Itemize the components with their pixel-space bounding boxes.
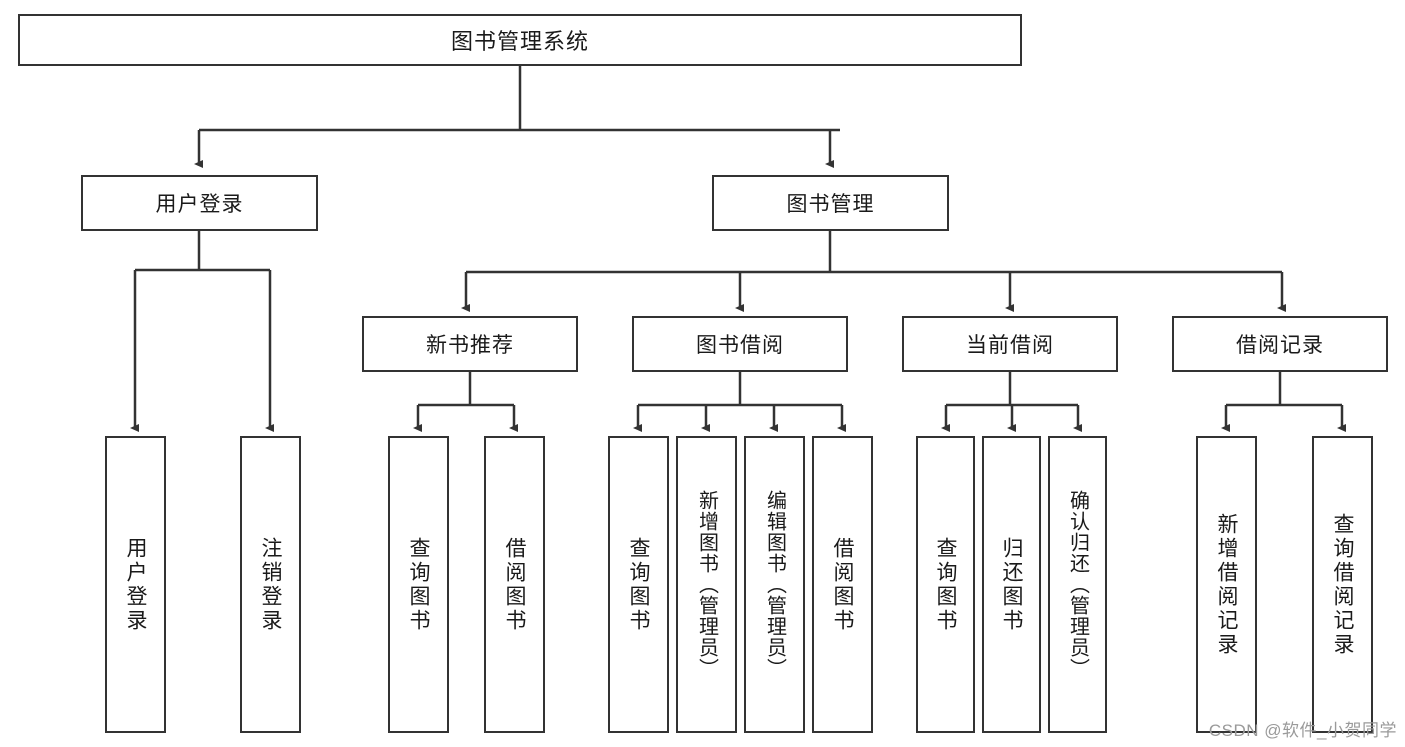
node-book-borrow-label: 图书借阅 <box>696 334 784 357</box>
leaf-borrow-query-book[interactable]: 查询图书 <box>608 436 669 733</box>
node-root-label: 图书管理系统 <box>450 29 589 54</box>
node-user-login[interactable]: 用户登录 <box>81 175 318 231</box>
leaf-record-query[interactable]: 查询借阅记录 <box>1312 436 1373 733</box>
leaf-label: 查询图书 <box>934 536 957 633</box>
node-borrow-record[interactable]: 借阅记录 <box>1172 316 1388 372</box>
leaf-label: 查询借阅记录 <box>1331 512 1354 657</box>
leaf-current-return-book[interactable]: 归还图书 <box>982 436 1041 733</box>
leaf-user-login-login[interactable]: 用户登录 <box>105 436 166 733</box>
leaf-label: 编辑图书（管理员） <box>763 490 786 679</box>
leaf-borrow-edit-book[interactable]: 编辑图书（管理员） <box>744 436 805 733</box>
leaf-label: 用户登录 <box>124 536 147 633</box>
leaf-current-query-book[interactable]: 查询图书 <box>916 436 975 733</box>
leaf-label: 新增借阅记录 <box>1215 512 1238 657</box>
leaf-label: 注销登录 <box>259 536 282 633</box>
leaf-label: 确认归还（管理员） <box>1066 490 1089 679</box>
leaf-user-login-logout[interactable]: 注销登录 <box>240 436 301 733</box>
leaf-label: 查询图书 <box>407 536 430 633</box>
node-new-book-recommend[interactable]: 新书推荐 <box>362 316 578 372</box>
node-book-borrow[interactable]: 图书借阅 <box>632 316 848 372</box>
leaf-current-confirm-return[interactable]: 确认归还（管理员） <box>1048 436 1107 733</box>
leaf-borrow-borrow-book[interactable]: 借阅图书 <box>812 436 873 733</box>
node-user-login-label: 用户登录 <box>155 193 244 216</box>
leaf-label: 借阅图书 <box>831 536 854 633</box>
node-borrow-record-label: 借阅记录 <box>1236 334 1324 357</box>
leaf-new-book-query[interactable]: 查询图书 <box>388 436 449 733</box>
node-book-management-label: 图书管理 <box>786 193 875 216</box>
node-book-management[interactable]: 图书管理 <box>712 175 949 231</box>
node-current-borrow-label: 当前借阅 <box>966 334 1054 357</box>
leaf-label: 查询图书 <box>627 536 650 633</box>
leaf-new-book-borrow[interactable]: 借阅图书 <box>484 436 545 733</box>
leaf-label: 归还图书 <box>1000 536 1023 633</box>
watermark: CSDN @软件_小贺同学 <box>1208 721 1397 740</box>
leaf-label: 借阅图书 <box>503 536 526 633</box>
leaf-label: 新增图书（管理员） <box>695 490 718 679</box>
leaf-borrow-add-book[interactable]: 新增图书（管理员） <box>676 436 737 733</box>
node-root[interactable]: 图书管理系统 <box>18 14 1022 66</box>
node-new-book-recommend-label: 新书推荐 <box>426 334 514 357</box>
node-current-borrow[interactable]: 当前借阅 <box>902 316 1118 372</box>
leaf-record-add[interactable]: 新增借阅记录 <box>1196 436 1257 733</box>
